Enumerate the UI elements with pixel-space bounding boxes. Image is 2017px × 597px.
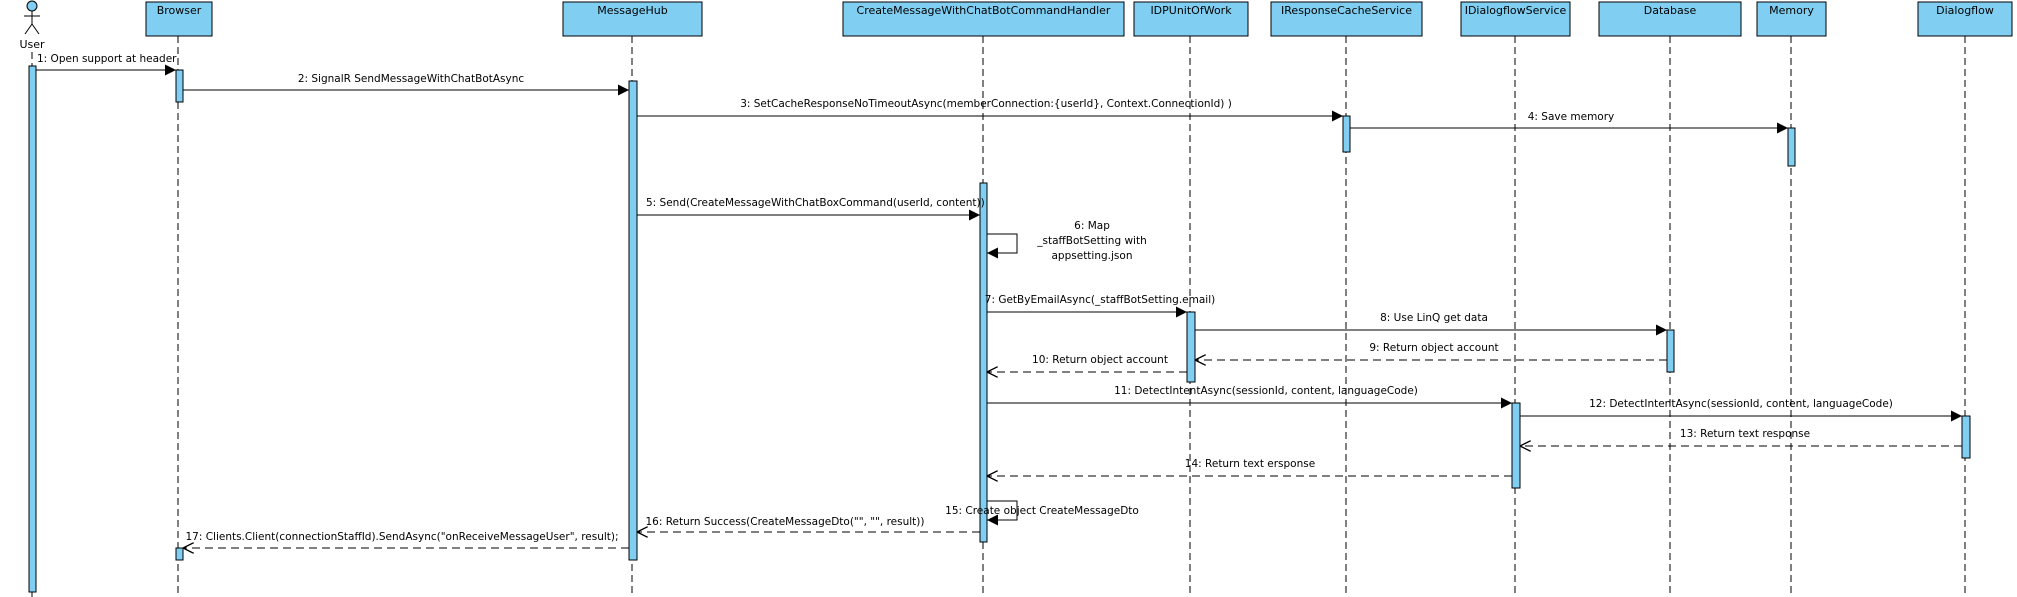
message-label: 2: SignalR SendMessageWithChatBotAsync [298, 73, 525, 85]
message-label: 14: Return text ersponse [1185, 458, 1315, 470]
message-17: 17: Clients.Client(connectionStaffId).Se… [183, 531, 629, 548]
message-10: 10: Return object account [987, 354, 1187, 372]
messages: 1: Open support at header 2: SignalR Send… [36, 53, 1962, 548]
message-1: 1: Open support at header [36, 53, 177, 76]
message-label: 9: Return object account [1369, 342, 1498, 354]
participant-box [1133, 1, 1249, 37]
activation-bar [628, 80, 638, 561]
message-label: 13: Return text response [1680, 428, 1810, 440]
participant-idialogflowservice: IDialogflowService [1460, 1, 1571, 597]
message-label: 7: GetByEmailAsync(_staffBotSetting.emai… [985, 294, 1215, 306]
participant-label: Dialogflow [1936, 4, 1994, 17]
participant-box [1917, 1, 2013, 37]
activations [28, 65, 1971, 593]
participant-browser: Browser [145, 1, 213, 597]
message-4: 4: Save memory [1350, 111, 1788, 134]
message-label: 5: Send(CreateMessageWithChatBoxCommand(… [646, 197, 985, 209]
message-12: 12: DetectIntentAsync(sessionId, content… [1520, 398, 1962, 422]
participant-box [1756, 1, 1827, 37]
actor-label: User [19, 38, 45, 51]
message-label: appsetting.json [1052, 250, 1133, 262]
message-8: 8: Use LinQ get data [1195, 312, 1667, 336]
activation-bar [175, 69, 184, 103]
participant-label: Database [1644, 4, 1697, 17]
activation-bar [1342, 115, 1351, 153]
activation-bar [1511, 402, 1521, 489]
message-9: 9: Return object account [1195, 342, 1667, 360]
activation-bar [1186, 311, 1196, 383]
message-7: 7: GetByEmailAsync(_staffBotSetting.emai… [985, 294, 1215, 318]
message-label: 17: Clients.Client(connectionStaffId).Se… [185, 531, 618, 543]
message-label: 12: DetectIntentAsync(sessionId, content… [1589, 398, 1893, 410]
participant-label: CreateMessageWithChatBotCommandHandler [857, 4, 1111, 17]
actor-icon [24, 0, 40, 35]
participant-idpunitofwork: IDPUnitOfWork [1133, 1, 1249, 597]
participant-box [1270, 1, 1423, 37]
self-message-arrow [987, 500, 1018, 526]
participant-label: IResponseCacheService [1281, 4, 1412, 17]
participant-memory: Memory [1756, 1, 1827, 597]
message-label: 6: Map [1074, 220, 1110, 232]
participant-label: IDialogflowService [1465, 4, 1567, 17]
participant-box [1460, 1, 1571, 37]
participant-iresponsecacheservice: IResponseCacheService [1270, 1, 1423, 597]
activation-bar [175, 547, 184, 561]
message-16: 16: Return Success(CreateMessageDto("", … [637, 516, 980, 532]
message-label: 3: SetCacheResponseNoTimeoutAsync(member… [740, 98, 1232, 110]
message-2: 2: SignalR SendMessageWithChatBotAsync [183, 73, 629, 96]
self-message-arrow [987, 233, 1018, 259]
participant-box [562, 1, 703, 37]
activation-bar [1666, 329, 1675, 373]
message-label: 8: Use LinQ get data [1380, 312, 1488, 324]
message-6: 6: Map _staffBotSetting with appsetting.js… [987, 220, 1147, 262]
message-label: 16: Return Success(CreateMessageDto("", … [646, 516, 925, 528]
participant-box [1598, 1, 1742, 37]
activation-bar [1961, 415, 1971, 459]
message-label: _staffBotSetting with [1036, 235, 1146, 247]
participant-label: IDPUnitOfWork [1150, 4, 1232, 17]
activation-bar [1787, 127, 1796, 167]
activation-bar [979, 182, 988, 543]
message-label: 1: Open support at header [37, 53, 177, 65]
message-5: 5: Send(CreateMessageWithChatBoxCommand(… [637, 197, 985, 221]
message-label: 11: DetectIntentAsync(sessionId, content… [1114, 385, 1418, 397]
participant-label: Browser [157, 4, 202, 17]
participant-label: Memory [1769, 4, 1814, 17]
participant-label: MessageHub [597, 4, 667, 17]
message-15: 15: Create object CreateMessageDto [945, 500, 1139, 526]
message-14: 14: Return text ersponse [987, 458, 1512, 476]
participant-box [842, 1, 1125, 37]
activation-bar [28, 65, 37, 593]
message-13: 13: Return text response [1520, 428, 1962, 446]
participant-database: Database [1598, 1, 1742, 597]
message-label: 10: Return object account [1032, 354, 1168, 366]
participant-dialogflow: Dialogflow [1917, 1, 2013, 597]
message-11: 11: DetectIntentAsync(sessionId, content… [987, 385, 1512, 409]
participant-box [145, 1, 213, 37]
message-label: 4: Save memory [1528, 111, 1615, 123]
message-3: 3: SetCacheResponseNoTimeoutAsync(member… [637, 98, 1343, 122]
message-label: 15: Create object CreateMessageDto [945, 505, 1139, 517]
